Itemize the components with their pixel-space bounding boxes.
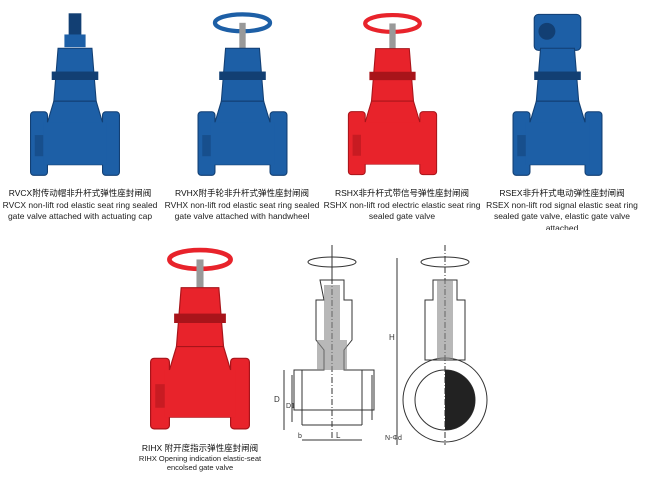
label-n-phi-d: N-Φd: [385, 435, 402, 442]
caption-en: RVCX non-lift rod elastic seat ring seal…: [2, 199, 158, 222]
dimension-drawing-side: D D1 b L: [274, 245, 375, 441]
caption-cn: RVCX附传动帽非升杆式弹性座封闸阀: [8, 188, 152, 198]
product-image-rvhx: [175, 8, 310, 188]
label-l: L: [336, 431, 341, 440]
caption-en: RSHX non-lift rod electric elastic seat …: [323, 199, 481, 222]
product-image-rvcx: [15, 8, 135, 188]
caption-cn: RSHX非升杆式带信号弹性座封闸阀: [334, 188, 470, 198]
label-h: H: [389, 333, 395, 342]
caption-en: RVHX non-lift rod elastic seat ring seal…: [164, 199, 320, 222]
caption-cn: RIHX 附开度指示弹性座封闸阀: [141, 443, 259, 453]
label-d1: D1: [286, 403, 295, 410]
caption-en: RIHX Opening indication elastic-seat enc…: [138, 453, 262, 473]
product-image-rshx: [340, 8, 445, 188]
dimension-drawing-front: H N-Φd: [385, 245, 488, 445]
caption-cn: RVHX附手轮非升杆式弹性座封闸阀: [175, 188, 309, 198]
label-d: D: [274, 395, 280, 404]
caption-cn: RSEX非升杆式电动弹性座封闸阀: [499, 188, 625, 198]
product-image-rihx: [140, 243, 260, 443]
caption-en: RSEX non-lift rod signal elastic seat ri…: [486, 199, 638, 231]
label-b: b: [298, 433, 302, 440]
product-image-rsex: [500, 8, 615, 188]
